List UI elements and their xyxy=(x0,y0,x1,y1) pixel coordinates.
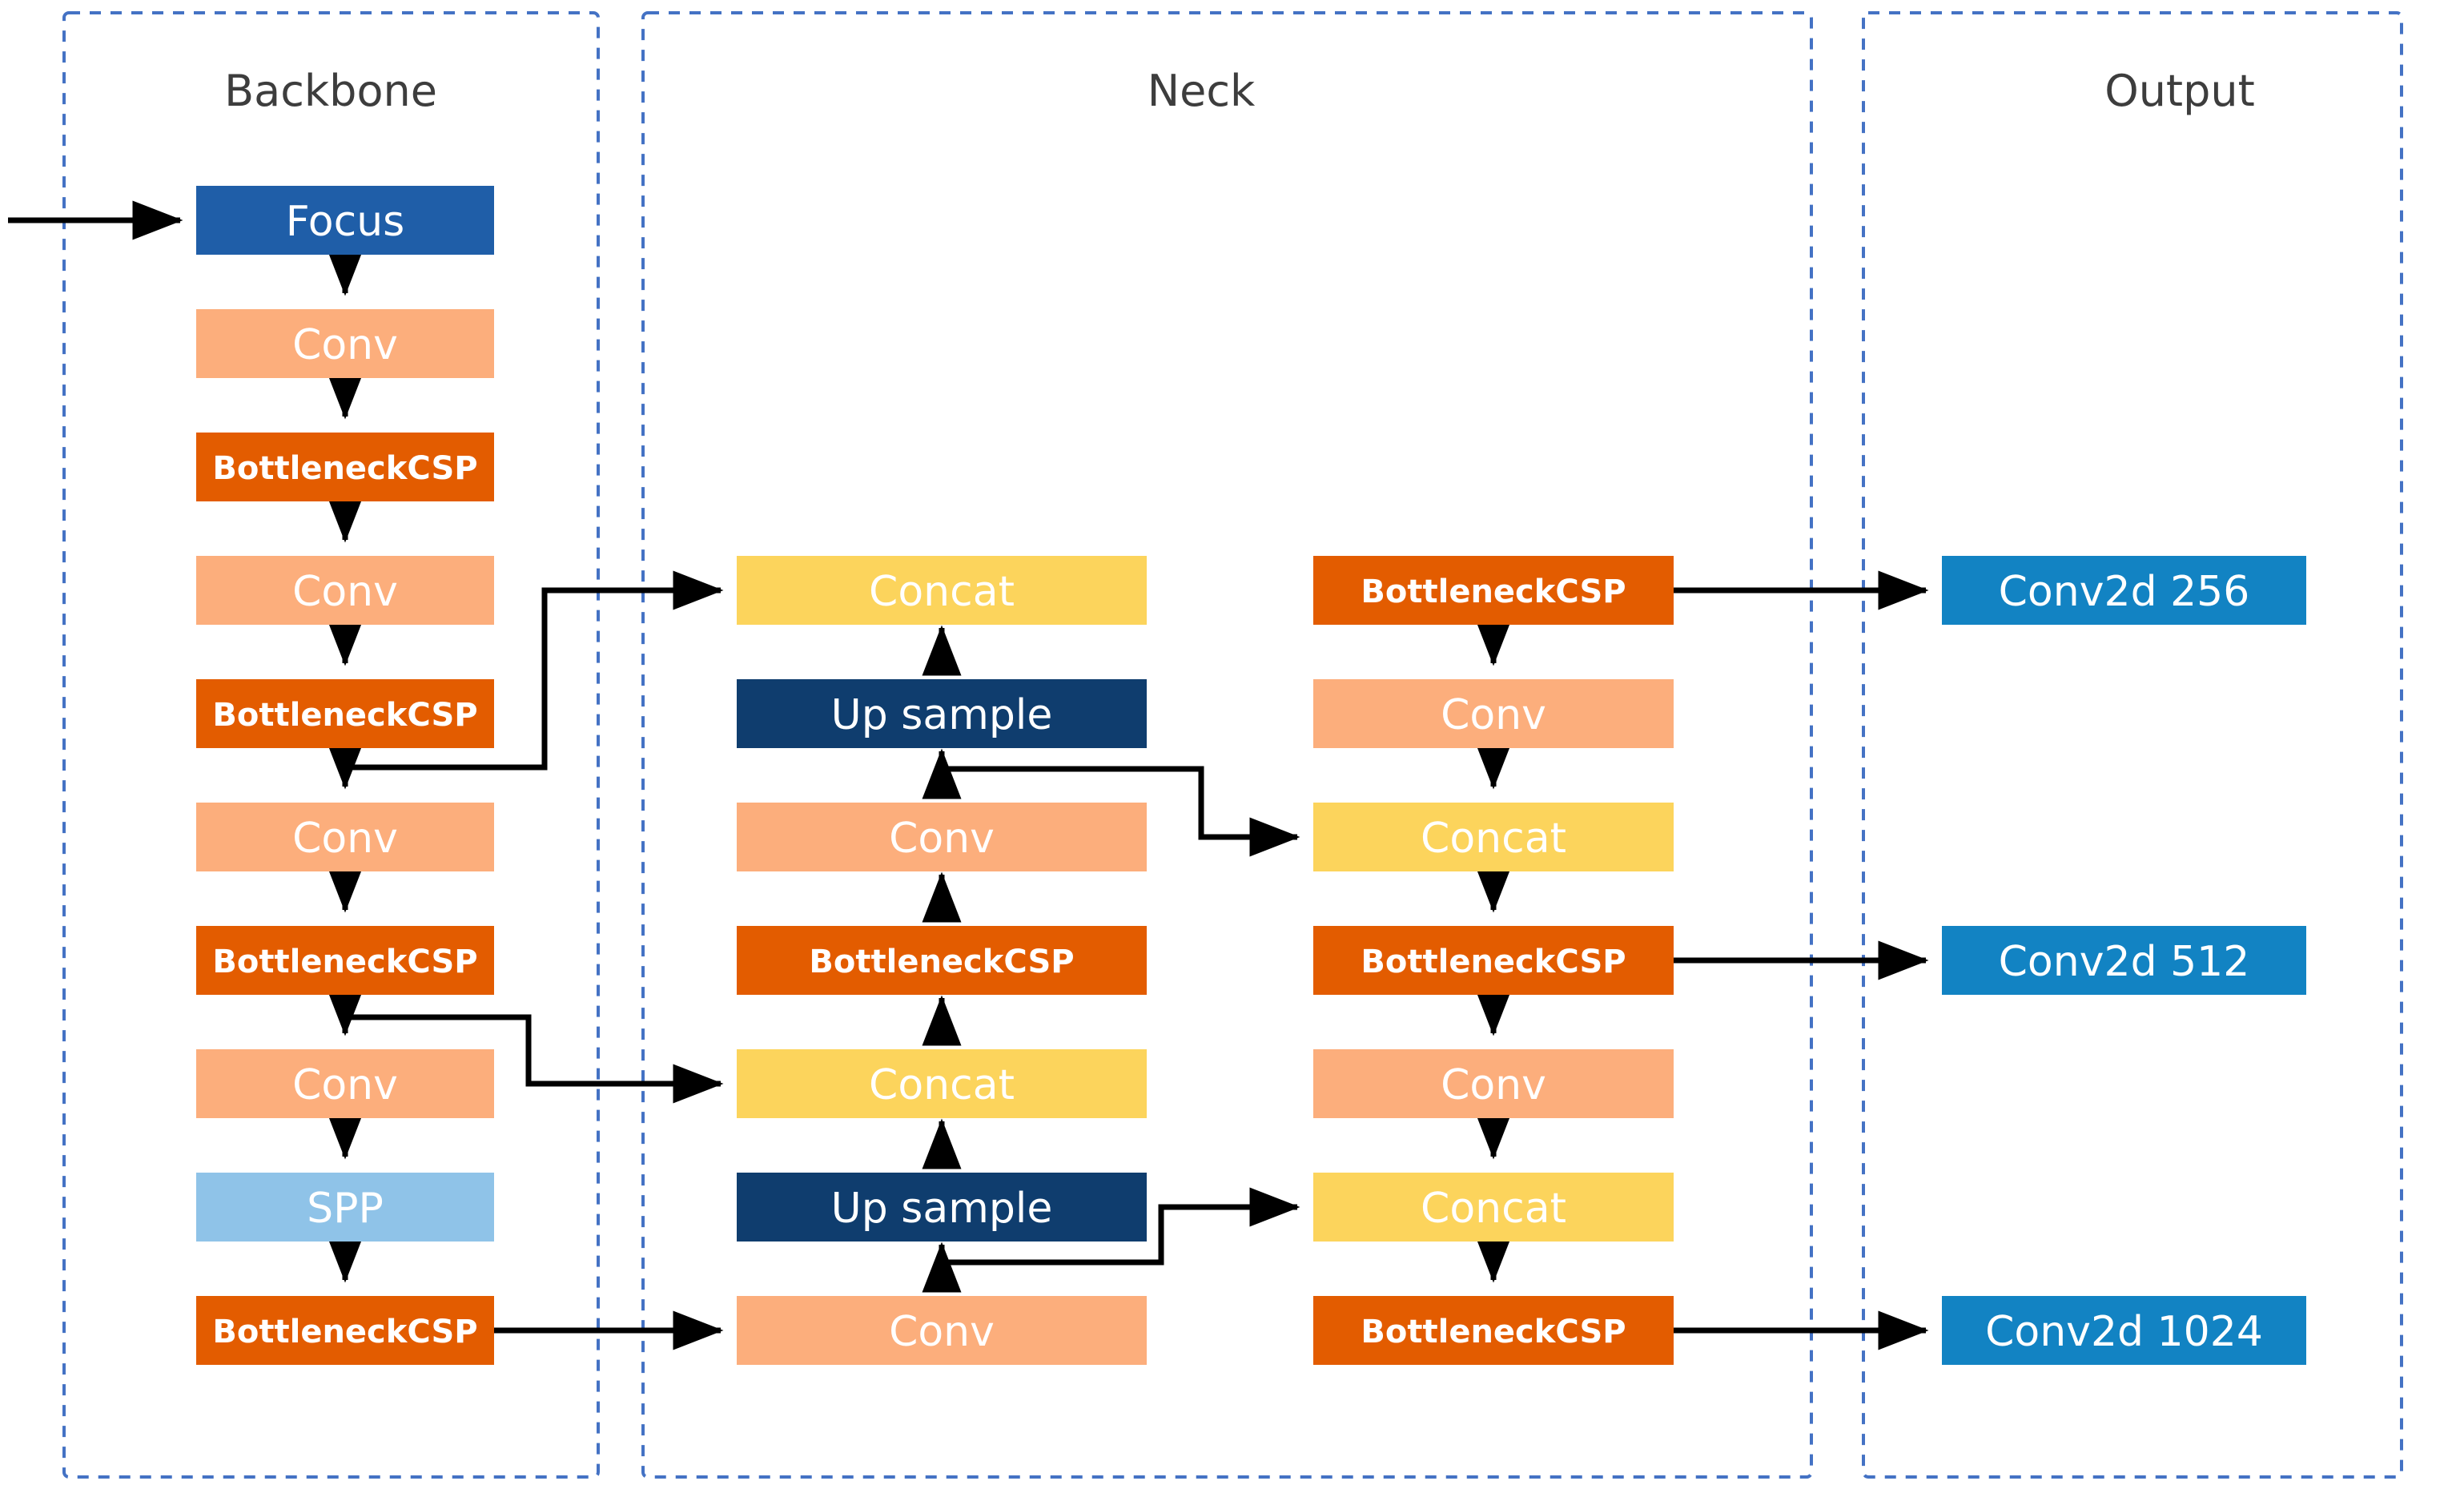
block-pa-bcsp3[interactable]: BottleneckCSP xyxy=(1313,1296,1674,1365)
blocks-layer: FocusConvBottleneckCSPConvBottleneckCSPC… xyxy=(196,186,2306,1365)
block-rect-pa-bcsp3[interactable] xyxy=(1313,1296,1674,1365)
panel-neck: Neck xyxy=(641,11,1813,1479)
block-rect-bb-spp[interactable] xyxy=(196,1173,494,1242)
block-label-nk-conv1: Conv xyxy=(889,815,995,863)
block-rect-bb-bcsp3[interactable] xyxy=(196,926,494,995)
connection-branch-conv1-paconcat1 xyxy=(942,766,1300,857)
block-label-bb-conv4: Conv xyxy=(292,1061,398,1109)
block-label-bb-bcsp3: BottleneckCSP xyxy=(212,944,477,980)
block-out-512[interactable]: Conv2d 512 xyxy=(1942,926,2306,995)
block-rect-bb-conv3[interactable] xyxy=(196,803,494,871)
block-rect-out-512[interactable] xyxy=(1942,926,2306,995)
panel-border-backbone xyxy=(62,11,600,1479)
block-nk-concat1[interactable]: Concat xyxy=(737,556,1147,625)
connection-branch-conv2-paconcat2 xyxy=(942,1187,1300,1266)
block-rect-out-256[interactable] xyxy=(1942,556,2306,625)
block-label-nk-conv2: Conv xyxy=(889,1308,995,1356)
block-rect-pa-conv2[interactable] xyxy=(1313,1049,1674,1118)
block-label-bb-spp: SPP xyxy=(307,1185,384,1233)
block-pa-bcsp1[interactable]: BottleneckCSP xyxy=(1313,556,1674,625)
block-label-pa-conv1: Conv xyxy=(1441,691,1546,739)
block-pa-concat2[interactable]: Concat xyxy=(1313,1173,1674,1242)
block-label-bb-conv2: Conv xyxy=(292,568,398,616)
block-rect-nk-bcsp1[interactable] xyxy=(737,926,1147,995)
block-bb-conv3[interactable]: Conv xyxy=(196,803,494,871)
block-bb-bcsp4[interactable]: BottleneckCSP xyxy=(196,1296,494,1365)
block-pa-conv2[interactable]: Conv xyxy=(1313,1049,1674,1118)
block-rect-bb-bcsp4[interactable] xyxy=(196,1296,494,1365)
block-label-pa-bcsp1: BottleneckCSP xyxy=(1361,573,1626,610)
block-label-nk-bcsp1: BottleneckCSP xyxy=(809,944,1074,980)
block-label-bb-conv1: Conv xyxy=(292,321,398,369)
block-label-nk-up1: Up sample xyxy=(831,691,1053,739)
block-rect-pa-concat2[interactable] xyxy=(1313,1173,1674,1242)
block-label-bb-bcsp4: BottleneckCSP xyxy=(212,1314,477,1350)
block-label-bb-conv3: Conv xyxy=(292,815,398,863)
block-rect-pa-bcsp2[interactable] xyxy=(1313,926,1674,995)
block-label-out-512: Conv2d 512 xyxy=(1999,938,2250,986)
block-label-bb-bcsp1: BottleneckCSP xyxy=(212,450,477,487)
block-rect-nk-concat2[interactable] xyxy=(737,1049,1147,1118)
block-bb-focus[interactable]: Focus xyxy=(196,186,494,255)
block-bb-bcsp1[interactable]: BottleneckCSP xyxy=(196,433,494,501)
panel-label-neck: Neck xyxy=(1148,66,1256,116)
block-bb-spp[interactable]: SPP xyxy=(196,1173,494,1242)
block-label-pa-conv2: Conv xyxy=(1441,1061,1546,1109)
block-label-nk-up2: Up sample xyxy=(831,1185,1053,1233)
block-rect-pa-concat1[interactable] xyxy=(1313,803,1674,871)
block-label-nk-concat2: Concat xyxy=(869,1061,1015,1109)
panel-output: Output xyxy=(1862,11,2403,1479)
panel-label-output: Output xyxy=(2104,66,2255,116)
block-nk-conv2[interactable]: Conv xyxy=(737,1296,1147,1365)
panel-backbone: Backbone xyxy=(62,11,600,1479)
block-nk-bcsp1[interactable]: BottleneckCSP xyxy=(737,926,1147,995)
block-label-out-1024: Conv2d 1024 xyxy=(1985,1308,2263,1356)
block-label-pa-concat1: Concat xyxy=(1421,815,1566,863)
block-rect-pa-bcsp1[interactable] xyxy=(1313,556,1674,625)
panels-layer: Backbone Neck Output xyxy=(62,11,2403,1479)
block-label-bb-bcsp2: BottleneckCSP xyxy=(212,697,477,734)
block-out-1024[interactable]: Conv2d 1024 xyxy=(1942,1296,2306,1365)
block-rect-nk-conv1[interactable] xyxy=(737,803,1147,871)
connection-skip-bcsp3-concat2 xyxy=(345,1014,724,1104)
block-rect-nk-conv2[interactable] xyxy=(737,1296,1147,1365)
block-label-nk-concat1: Concat xyxy=(869,568,1015,616)
block-pa-conv1[interactable]: Conv xyxy=(1313,679,1674,748)
block-bb-bcsp3[interactable]: BottleneckCSP xyxy=(196,926,494,995)
panel-label-backbone: Backbone xyxy=(224,66,437,116)
block-rect-bb-bcsp2[interactable] xyxy=(196,679,494,748)
block-pa-bcsp2[interactable]: BottleneckCSP xyxy=(1313,926,1674,995)
block-label-pa-bcsp2: BottleneckCSP xyxy=(1361,944,1626,980)
block-out-256[interactable]: Conv2d 256 xyxy=(1942,556,2306,625)
block-label-pa-concat2: Concat xyxy=(1421,1185,1566,1233)
block-nk-conv1[interactable]: Conv xyxy=(737,803,1147,871)
block-rect-bb-conv1[interactable] xyxy=(196,309,494,378)
block-pa-concat1[interactable]: Concat xyxy=(1313,803,1674,871)
block-nk-up1[interactable]: Up sample xyxy=(737,679,1147,748)
block-bb-conv4[interactable]: Conv xyxy=(196,1049,494,1118)
block-rect-pa-conv1[interactable] xyxy=(1313,679,1674,748)
block-bb-bcsp2[interactable]: BottleneckCSP xyxy=(196,679,494,748)
block-nk-concat2[interactable]: Concat xyxy=(737,1049,1147,1118)
panel-border-neck xyxy=(641,11,1813,1479)
block-rect-bb-conv4[interactable] xyxy=(196,1049,494,1118)
block-bb-conv2[interactable]: Conv xyxy=(196,556,494,625)
block-label-bb-focus: Focus xyxy=(286,198,405,246)
connections-layer xyxy=(8,200,1929,1350)
block-rect-out-1024[interactable] xyxy=(1942,1296,2306,1365)
block-label-out-256: Conv2d 256 xyxy=(1999,568,2250,616)
block-rect-bb-bcsp1[interactable] xyxy=(196,433,494,501)
block-rect-bb-focus[interactable] xyxy=(196,186,494,255)
block-rect-nk-up2[interactable] xyxy=(737,1173,1147,1242)
block-rect-bb-conv2[interactable] xyxy=(196,556,494,625)
block-bb-conv1[interactable]: Conv xyxy=(196,309,494,378)
connection-skip-bcsp2-concat1 xyxy=(345,570,724,771)
block-rect-nk-up1[interactable] xyxy=(737,679,1147,748)
block-rect-nk-concat1[interactable] xyxy=(737,556,1147,625)
block-nk-up2[interactable]: Up sample xyxy=(737,1173,1147,1242)
block-label-pa-bcsp3: BottleneckCSP xyxy=(1361,1314,1626,1350)
